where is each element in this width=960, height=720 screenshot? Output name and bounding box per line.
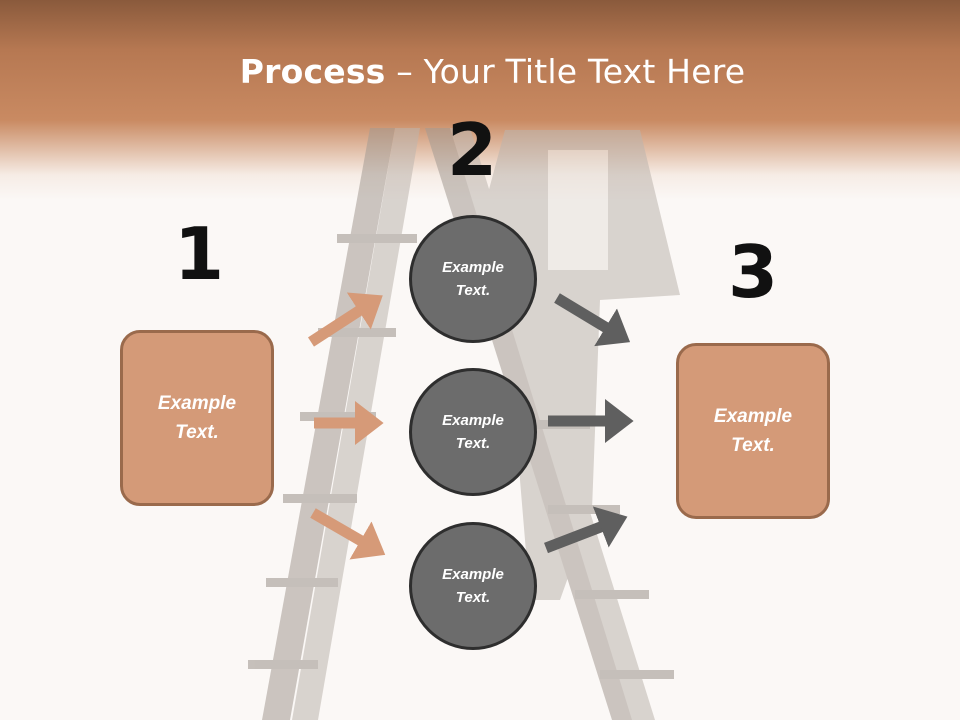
step-2-circle-3-text: Example Text.	[442, 566, 504, 606]
step-2-number: 2	[446, 108, 498, 192]
step-2-circle-1-text: Example Text.	[442, 259, 504, 299]
step-3-number: 3	[727, 230, 779, 314]
step-1-number: 1	[173, 212, 225, 296]
slide-title: Process – Your Title Text Here	[0, 52, 960, 91]
step-1-text: Example Text.	[157, 393, 237, 443]
arrow-to-circle-3	[310, 508, 386, 560]
arrow-from-circle-3	[544, 506, 628, 554]
step-3-box: Example Text.	[676, 343, 830, 519]
step-2-circle-1: Example Text.	[409, 215, 537, 343]
arrow-to-circle-1	[308, 292, 383, 347]
step-2-circle-2: Example Text.	[409, 368, 537, 496]
title-bold: Process	[239, 52, 386, 91]
title-rest: – Your Title Text Here	[385, 52, 746, 91]
step-2-circle-2-text: Example Text.	[442, 412, 504, 452]
step-2-circle-3: Example Text.	[409, 522, 537, 650]
arrow-from-circle-1	[554, 293, 631, 347]
step-1-box: Example Text.	[120, 330, 274, 506]
step-3-text: Example Text.	[713, 406, 793, 456]
